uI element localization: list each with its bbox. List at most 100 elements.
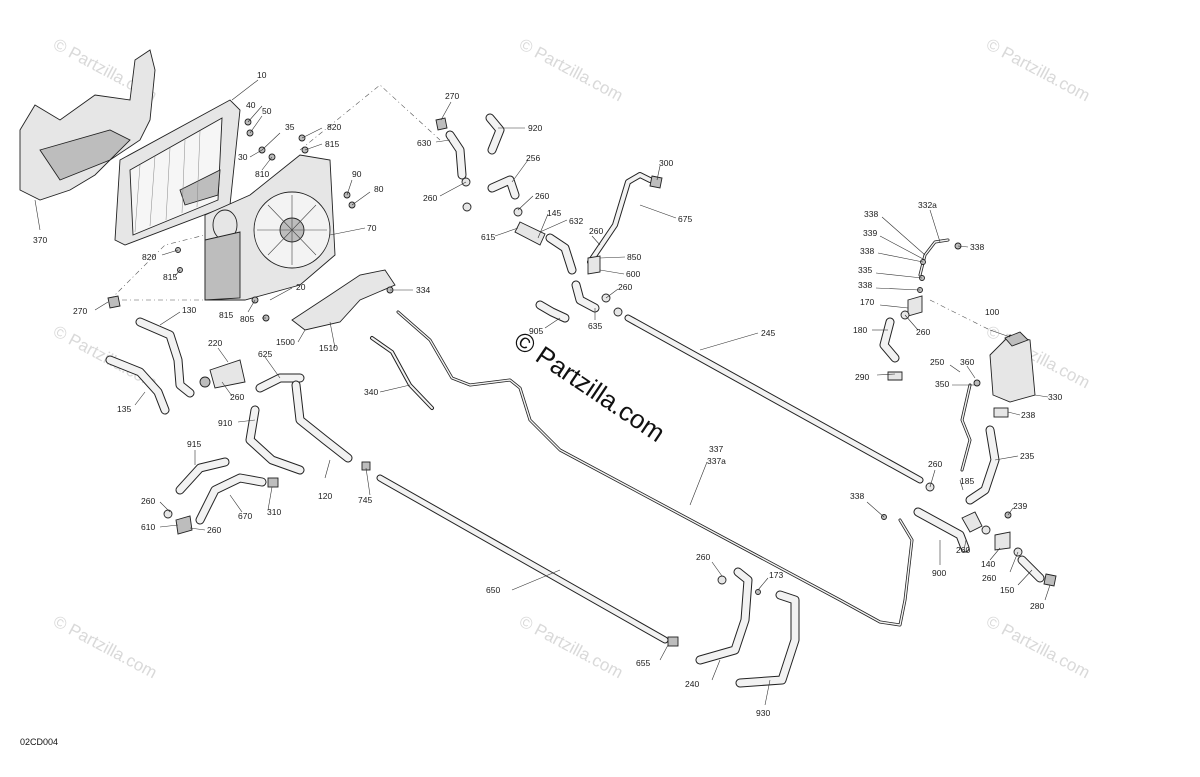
callout: 338 bbox=[864, 209, 878, 219]
callout: 173 bbox=[769, 570, 783, 580]
callout: 820 bbox=[142, 252, 156, 262]
callout: 150 bbox=[1000, 585, 1014, 595]
callout: 35 bbox=[285, 122, 295, 132]
callout: 850 bbox=[627, 252, 641, 262]
callout: 245 bbox=[761, 328, 775, 338]
callout: 915 bbox=[187, 439, 201, 449]
callout: 632 bbox=[569, 216, 583, 226]
callout: 260 bbox=[207, 525, 221, 535]
callout: 280 bbox=[1030, 601, 1044, 611]
callout: 270 bbox=[73, 306, 87, 316]
callout: 337a bbox=[707, 456, 726, 466]
callout: 745 bbox=[358, 495, 372, 505]
callout: 910 bbox=[218, 418, 232, 428]
callout: 310 bbox=[267, 507, 281, 517]
callout: 625 bbox=[258, 349, 272, 359]
callout: 50 bbox=[262, 106, 272, 116]
callout: 135 bbox=[117, 404, 131, 414]
callout: 260 bbox=[696, 552, 710, 562]
callout: 338 bbox=[850, 491, 864, 501]
coolant-reservoir-group bbox=[879, 238, 1057, 587]
callout: 600 bbox=[626, 269, 640, 279]
callout: 338 bbox=[970, 242, 984, 252]
callout: 350 bbox=[935, 379, 949, 389]
callout: 145 bbox=[547, 208, 561, 218]
callout: 1510 bbox=[319, 343, 338, 353]
callout: 238 bbox=[1021, 410, 1035, 420]
callout: 810 bbox=[255, 169, 269, 179]
callout: 90 bbox=[352, 169, 362, 179]
callout: 670 bbox=[238, 511, 252, 521]
callout: 337 bbox=[709, 444, 723, 454]
callout: 905 bbox=[529, 326, 543, 336]
callout: 370 bbox=[33, 235, 47, 245]
radiator bbox=[114, 79, 259, 246]
callout-labels: 10 40 50 35 820 815 30 810 90 80 370 70 … bbox=[33, 70, 1062, 718]
callout: 20 bbox=[296, 282, 306, 292]
watermark: © Partzilla.com bbox=[983, 612, 1093, 683]
callout: 260 bbox=[535, 191, 549, 201]
callout: 260 bbox=[589, 226, 603, 236]
callout: 185 bbox=[960, 476, 974, 486]
watermark: © Partzilla.com bbox=[516, 612, 626, 683]
callout: 250 bbox=[930, 357, 944, 367]
callout: 340 bbox=[364, 387, 378, 397]
callout: 815 bbox=[163, 272, 177, 282]
callout: 610 bbox=[141, 522, 155, 532]
callout: 80 bbox=[374, 184, 384, 194]
callout: 260 bbox=[956, 545, 970, 555]
callout: 815 bbox=[219, 310, 233, 320]
callout: 260 bbox=[928, 459, 942, 469]
callout: 655 bbox=[636, 658, 650, 668]
callout: 300 bbox=[659, 158, 673, 168]
callout: 235 bbox=[1020, 451, 1034, 461]
callout: 260 bbox=[916, 327, 930, 337]
callout: 260 bbox=[423, 193, 437, 203]
watermark: © Partzilla.com bbox=[50, 612, 160, 683]
callout: 332a bbox=[918, 200, 937, 210]
callout: 30 bbox=[238, 152, 248, 162]
callout: 10 bbox=[257, 70, 267, 80]
center-hoses bbox=[435, 113, 663, 323]
callout: 334 bbox=[416, 285, 430, 295]
watermark: © Partzilla.com bbox=[983, 35, 1093, 106]
callout: 339 bbox=[863, 228, 877, 238]
callout: 256 bbox=[526, 153, 540, 163]
callout: 360 bbox=[960, 357, 974, 367]
callout: 180 bbox=[853, 325, 867, 335]
left-hoses bbox=[105, 317, 371, 535]
callout: 630 bbox=[417, 138, 431, 148]
callout: 290 bbox=[855, 372, 869, 382]
callout: 335 bbox=[858, 265, 872, 275]
callout: 240 bbox=[685, 679, 699, 689]
fan-assembly bbox=[204, 154, 366, 301]
air-deflector bbox=[19, 49, 156, 231]
callout: 920 bbox=[528, 123, 542, 133]
callout: 260 bbox=[230, 392, 244, 402]
callout: 338 bbox=[860, 246, 874, 256]
callout: 120 bbox=[318, 491, 332, 501]
cable-340 bbox=[370, 336, 434, 410]
callout: 270 bbox=[445, 91, 459, 101]
leader-lines bbox=[94, 101, 1051, 706]
callout: 675 bbox=[678, 214, 692, 224]
callout: 815 bbox=[325, 139, 339, 149]
callout: 260 bbox=[141, 496, 155, 506]
callout: 330 bbox=[1048, 392, 1062, 402]
watermark-main: © Partzilla.com bbox=[509, 325, 671, 448]
callout: 615 bbox=[481, 232, 495, 242]
callout: 650 bbox=[486, 585, 500, 595]
diagram-code: 02CD004 bbox=[20, 737, 58, 747]
callout: 260 bbox=[618, 282, 632, 292]
bottom-hoses bbox=[695, 567, 800, 688]
callout: 40 bbox=[246, 100, 256, 110]
callout: 805 bbox=[240, 314, 254, 324]
callout: 220 bbox=[208, 338, 222, 348]
callout: 338 bbox=[858, 280, 872, 290]
callout: 1500 bbox=[276, 337, 295, 347]
callout: 635 bbox=[588, 321, 602, 331]
callout: 820 bbox=[327, 122, 341, 132]
callout: 170 bbox=[860, 297, 874, 307]
watermark: © Partzilla.com bbox=[516, 35, 626, 106]
callout: 930 bbox=[756, 708, 770, 718]
